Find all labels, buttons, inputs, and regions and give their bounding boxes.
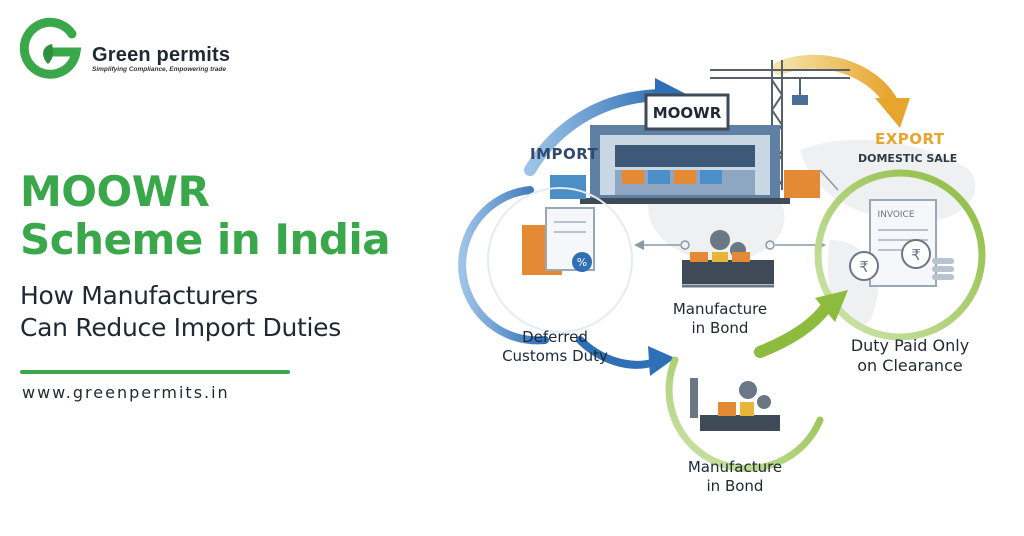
deferred-label-line2: Customs Duty bbox=[502, 347, 608, 365]
conveyor-gears-icon bbox=[690, 378, 780, 431]
import-label: IMPORT bbox=[530, 145, 599, 163]
hero-subtitle-line2: Can Reduce Import Duties bbox=[20, 313, 341, 342]
warehouse-icon bbox=[550, 93, 820, 204]
domestic-sale-label: DOMESTIC SALE bbox=[858, 152, 958, 165]
warehouse-to-sale-connector bbox=[819, 169, 839, 191]
hero-title-line1: MOOWR bbox=[20, 167, 210, 216]
deferred-to-bond-arrow bbox=[576, 336, 659, 369]
clearance-line2: on Clearance bbox=[857, 356, 963, 375]
brand-name: Green permits bbox=[92, 44, 231, 66]
moowr-flow-graphic: MOOWR % bbox=[458, 54, 986, 472]
bond-bottom-line1: Manufacture bbox=[687, 458, 783, 476]
bond-bottom-line2: in Bond bbox=[706, 477, 764, 495]
invoice-coins-icon: ₹ ₹ bbox=[849, 199, 954, 287]
svg-text:%: % bbox=[577, 256, 587, 269]
container-document-icon: % bbox=[522, 207, 595, 275]
deferred-circle bbox=[487, 187, 633, 333]
bond-bottom-arc bbox=[665, 356, 824, 472]
center-left-arrowhead bbox=[634, 240, 644, 250]
clearance-label: Duty Paid Only on Clearance bbox=[835, 336, 985, 376]
deferred-arc bbox=[458, 186, 549, 345]
hero-title-line2: Scheme in India bbox=[20, 215, 391, 264]
deferred-label-line1: Deferred bbox=[522, 328, 588, 346]
warehouse-sign: MOOWR bbox=[653, 104, 722, 122]
deferred-customs-label: Deferred Customs Duty bbox=[490, 328, 620, 366]
export-arrow bbox=[773, 54, 897, 107]
moowr-flow-diagram: MOOWR % bbox=[450, 40, 1024, 536]
hero-subtitle: How Manufacturers Can Reduce Import Duti… bbox=[20, 280, 341, 344]
export-arrowhead bbox=[875, 98, 910, 128]
center-left-dot bbox=[680, 240, 690, 250]
deferred-to-bond-arrowhead bbox=[648, 346, 675, 376]
hero-divider bbox=[20, 370, 290, 374]
bond-to-clearance-arrowhead bbox=[815, 290, 848, 322]
website-link[interactable]: www.greenpermits.in bbox=[22, 383, 230, 402]
export-label: EXPORT bbox=[875, 130, 945, 148]
svg-text:₹: ₹ bbox=[859, 258, 869, 276]
bond-center-label: Manufacture in Bond bbox=[655, 300, 785, 338]
bond-center-line1: Manufacture bbox=[672, 300, 768, 318]
invoice-label: INVOICE bbox=[877, 210, 914, 220]
hero-title: MOOWR Scheme in India bbox=[20, 167, 391, 264]
center-right-dot bbox=[765, 240, 775, 250]
svg-text:₹: ₹ bbox=[911, 246, 921, 264]
clearance-line1: Duty Paid Only bbox=[850, 336, 970, 355]
hero-subtitle-line1: How Manufacturers bbox=[20, 281, 258, 310]
clearance-circle bbox=[814, 169, 986, 341]
bond-bottom-label: Manufacture in Bond bbox=[670, 458, 800, 496]
brand-tagline: Simplifying Compliance, Empowering trade bbox=[92, 66, 226, 73]
factory-gears-icon bbox=[682, 230, 774, 288]
bond-center-line2: in Bond bbox=[691, 319, 749, 337]
green-permits-logo-icon bbox=[19, 17, 82, 79]
